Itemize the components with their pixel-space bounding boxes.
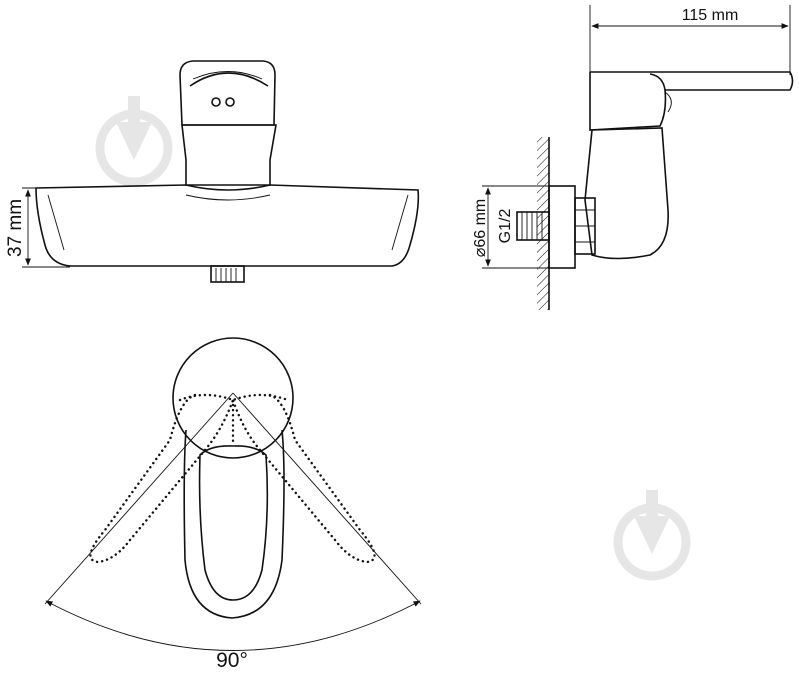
watermark-logo-icon	[95, 96, 173, 187]
front-view	[22, 60, 420, 283]
side-view	[482, 5, 794, 310]
angle-label: 90°	[216, 649, 248, 672]
width-dimension-label: 115 mm	[682, 7, 739, 24]
diameter-dimension-label: ⌀66 mm	[472, 199, 489, 258]
height-dimension-label: 37 mm	[5, 199, 26, 257]
watermark-logo-icon	[613, 490, 691, 581]
top-view	[44, 337, 422, 651]
thread-label: G1/2	[497, 209, 514, 244]
